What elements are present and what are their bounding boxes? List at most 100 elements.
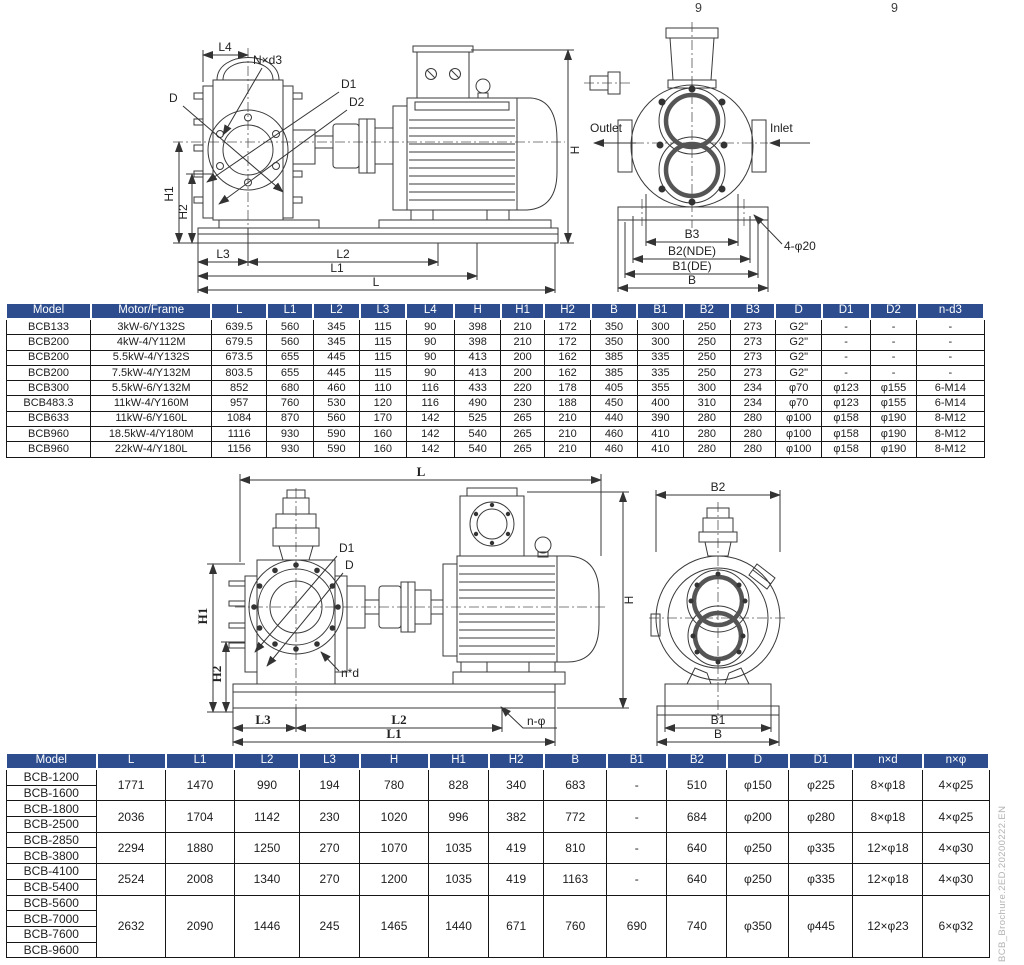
column-header: D xyxy=(725,752,790,770)
column-header: n×φ xyxy=(921,752,991,770)
column-header: L2 xyxy=(233,752,301,770)
table-cell: φ200 xyxy=(726,800,790,833)
table-cell: BCB960 xyxy=(5,441,92,458)
drawing-large-pump-motor-side-view: L H H1 H2 D1 D n*d L3 L2 L1 n-φ xyxy=(195,464,636,746)
dim-label-nd: n*d xyxy=(341,666,359,680)
table-cell: 250 xyxy=(683,349,731,366)
table-cell: 445 xyxy=(312,364,361,382)
table-cell: BCB633 xyxy=(5,410,92,428)
table-cell: 116 xyxy=(405,380,455,397)
table-cell: 230 xyxy=(298,800,361,833)
dim-label-d1: D1 xyxy=(341,77,357,91)
table-cell: 188 xyxy=(543,395,592,412)
table-cell: 273 xyxy=(729,318,776,336)
table-cell: 680 xyxy=(266,380,314,397)
table-cell: 210 xyxy=(543,410,592,428)
table-cell: - xyxy=(606,863,668,896)
table-cell: 8-M12 xyxy=(916,426,985,443)
table-cell: 1020 xyxy=(359,800,429,833)
table-cell: 673.5 xyxy=(210,349,268,366)
table-cell: 419 xyxy=(488,863,545,896)
model-cell: BCB-1200 xyxy=(5,768,98,786)
table-cell: 990 xyxy=(233,768,300,802)
table-cell: 160 xyxy=(359,426,407,443)
table-cell: 142 xyxy=(405,426,455,443)
table-cell: 1035 xyxy=(427,863,490,896)
table-cell: 4×φ25 xyxy=(922,800,990,833)
column-header: n-d3 xyxy=(915,302,986,320)
table-cell: φ158 xyxy=(821,441,871,458)
table-cell: φ158 xyxy=(821,426,871,443)
table-cell: 385 xyxy=(590,364,638,382)
table-cell: 280 xyxy=(729,441,776,458)
table-cell: 760 xyxy=(266,395,314,412)
table-cell: 679.5 xyxy=(210,334,268,351)
table-cell: - xyxy=(821,334,871,351)
table-cell: 2036 xyxy=(96,800,167,833)
dim-label-l: L xyxy=(417,464,426,479)
table-cell: φ100 xyxy=(774,410,823,428)
table-cell: 280 xyxy=(729,426,776,443)
table-cell: 7.5kW-4/Y132M xyxy=(90,364,212,382)
table-cell: 8×φ18 xyxy=(852,768,924,802)
column-header: B xyxy=(589,302,639,320)
table-cell: 433 xyxy=(453,380,502,397)
column-header: n×d xyxy=(851,752,924,770)
table-cell: - xyxy=(869,334,918,351)
table-cell: 405 xyxy=(590,380,638,397)
table-cell: 310 xyxy=(683,395,731,412)
table-cell: 490 xyxy=(453,395,502,412)
table-cell: φ100 xyxy=(774,426,823,443)
table-cell: 828 xyxy=(427,768,490,802)
column-header: L3 xyxy=(358,302,408,320)
table-cell: 410 xyxy=(636,441,685,458)
table-cell: 1116 xyxy=(210,426,268,443)
table-cell: 194 xyxy=(298,768,361,802)
column-header: H2 xyxy=(543,302,592,320)
table-cell: BCB133 xyxy=(5,318,92,336)
table-cell: - xyxy=(606,768,668,802)
table-cell: 4×φ25 xyxy=(922,768,990,802)
model-cell: BCB-7600 xyxy=(5,925,98,943)
drawing-large-pump-front-view: B2 B1 B xyxy=(649,480,787,746)
drawing-pump-front-view: Outlet Inlet B3 B2(NDE) B1(DE) B 4-φ20 xyxy=(584,22,816,292)
dim-label-b: B xyxy=(714,727,722,741)
table-cell: - xyxy=(606,800,668,833)
table-cell: 300 xyxy=(636,334,685,351)
table-cell: G2" xyxy=(774,349,823,366)
table-cell: - xyxy=(606,831,668,865)
dim-label-l1: L1 xyxy=(386,726,401,741)
table-cell: 1035 xyxy=(427,831,490,865)
table-cell: 250 xyxy=(683,334,731,351)
dim-label-h: H xyxy=(568,146,582,155)
table-cell: φ190 xyxy=(869,441,918,458)
table-cell: 280 xyxy=(729,410,776,428)
dim-label-d2: D2 xyxy=(349,95,365,109)
table-cell: 270 xyxy=(298,831,361,865)
drawing-pump-motor-side-view: L4 D N×d3 D1 D2 H H1 H2 L3 L2 L1 L xyxy=(162,40,582,294)
table-cell: 1440 xyxy=(427,894,490,959)
table-cell: 178 xyxy=(543,380,592,397)
page-number-right: 9 xyxy=(891,1,898,15)
table-cell: 780 xyxy=(359,768,429,802)
table-cell: G2" xyxy=(774,334,823,351)
table-cell: 265 xyxy=(500,441,545,458)
table-cell: 142 xyxy=(405,410,455,428)
table-cell: 1084 xyxy=(210,410,268,428)
table-cell: φ350 xyxy=(726,894,790,959)
table-cell: 530 xyxy=(312,395,361,412)
column-header: B2 xyxy=(682,302,732,320)
column-header: Model xyxy=(5,752,98,770)
table-cell: 90 xyxy=(405,364,455,382)
table-cell: 460 xyxy=(312,380,361,397)
dim-label-h: H xyxy=(622,596,636,605)
